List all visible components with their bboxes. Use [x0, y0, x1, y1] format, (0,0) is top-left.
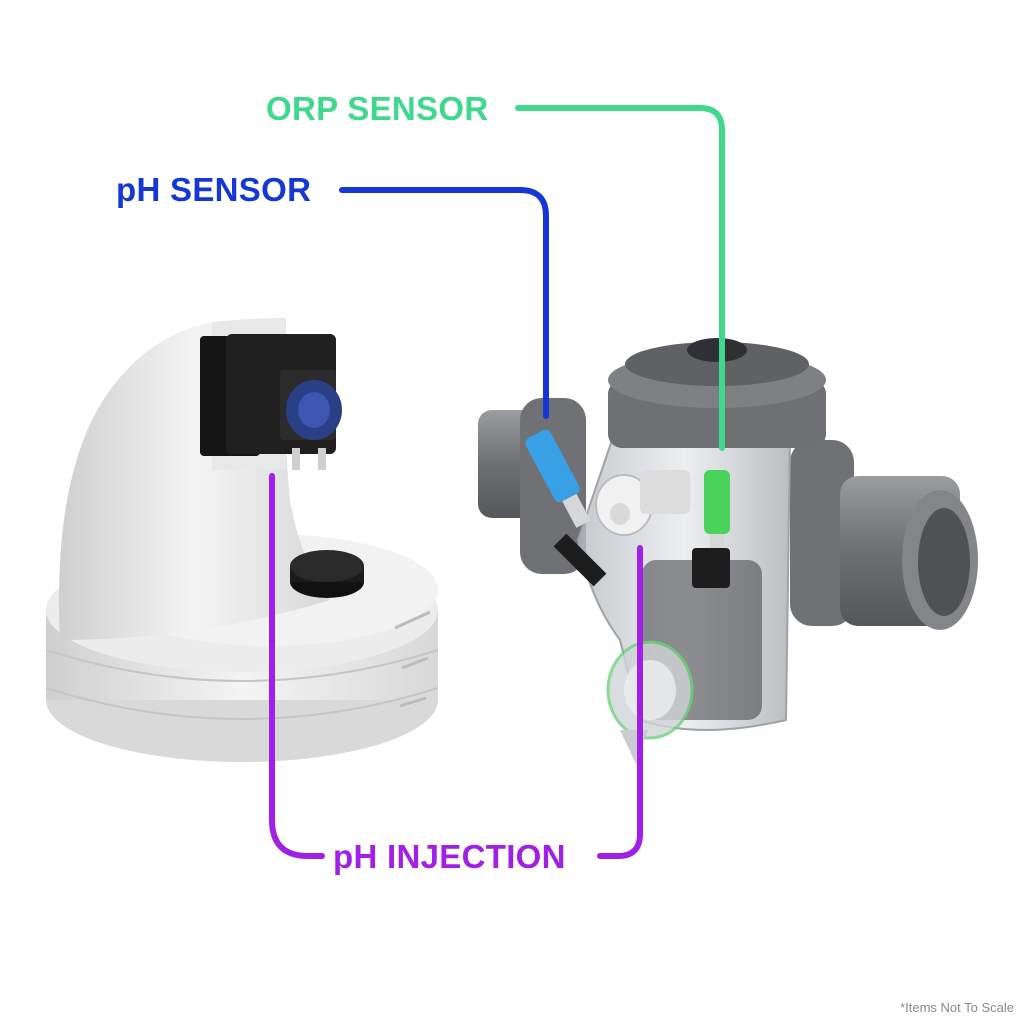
ph-sensor-label: pH SENSOR — [116, 171, 312, 208]
injection-leader-line-right — [597, 545, 643, 859]
injection-leader-line-left — [269, 473, 325, 859]
peristaltic-pump-icon — [200, 334, 342, 470]
scale-disclaimer: *Items Not To Scale — [900, 1000, 1014, 1015]
ph-leader-line — [339, 187, 549, 419]
orp-sensor-label: ORP SENSOR — [266, 90, 489, 127]
flow-cell-icon — [478, 338, 978, 764]
ph-injection-label: pH INJECTION — [333, 838, 566, 875]
orp-leader-line — [515, 105, 725, 451]
